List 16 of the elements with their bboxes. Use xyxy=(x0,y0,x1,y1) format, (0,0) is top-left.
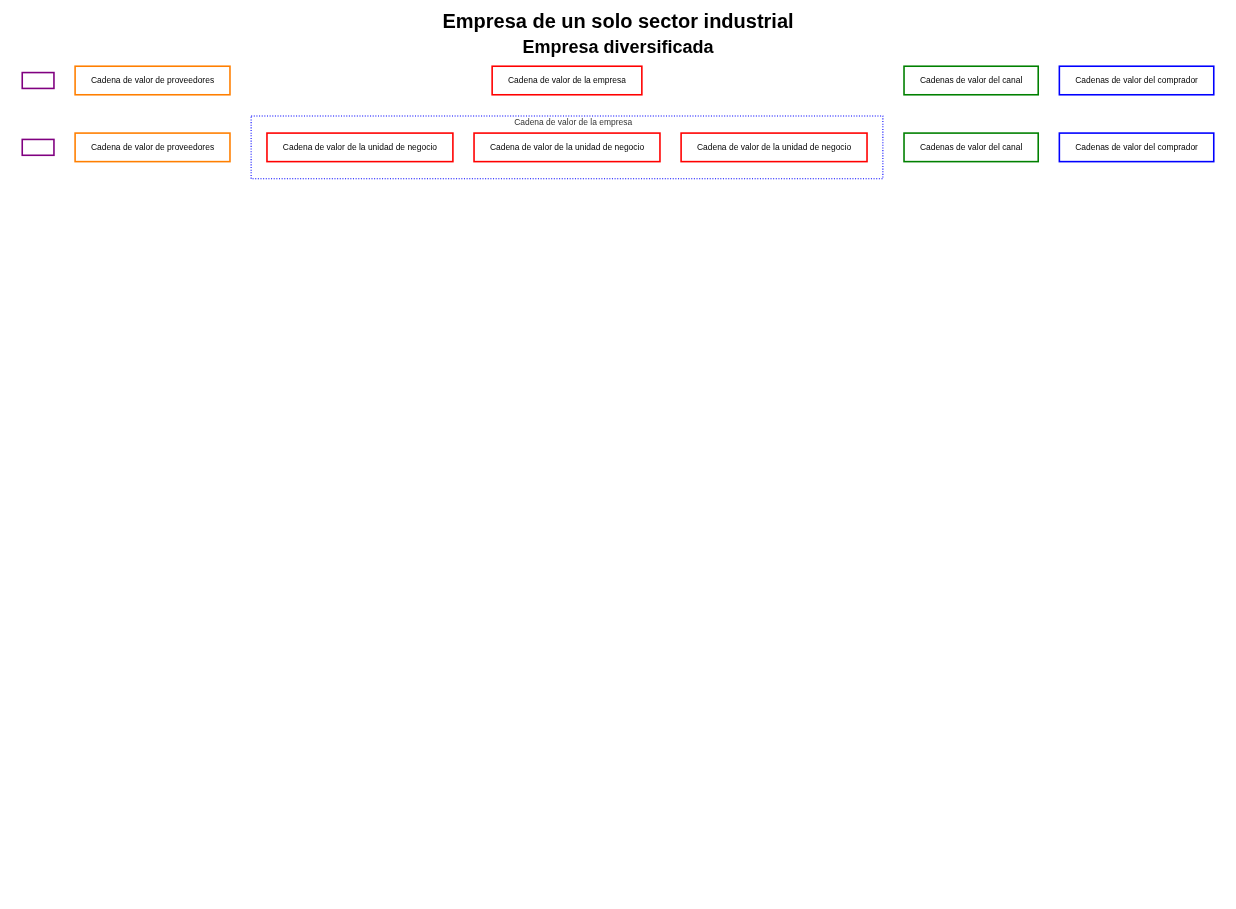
diagram: Cadena de valor de la empresa Cadena de valor de la unidad de negocio Cadena de valor de la unidad de negocio Cadena de valor de la unidad de negocio Cadena de valor de proveedores Cadena de valor de la empresa Cadenas de valor del canal Cadenas de valor del comprador Cadena de valor de proveedores Cadenas de valor del canal Cadenas de valor del comprador xyxy=(18,62,1218,184)
node-box xyxy=(74,132,231,163)
node-box xyxy=(903,132,1039,163)
node-box xyxy=(74,65,231,96)
cluster xyxy=(250,115,884,180)
node-box xyxy=(1058,132,1215,163)
node-box xyxy=(21,138,55,157)
node-box xyxy=(680,132,868,163)
node-box xyxy=(903,65,1039,96)
section-heading: Empresa diversificada xyxy=(521,37,715,58)
node-box xyxy=(473,132,661,163)
node-box xyxy=(21,71,55,90)
node-box xyxy=(1058,65,1215,96)
diagram-title: Empresa de un solo sector industrial xyxy=(441,10,795,33)
node-box xyxy=(266,132,454,163)
node-box xyxy=(491,65,643,96)
